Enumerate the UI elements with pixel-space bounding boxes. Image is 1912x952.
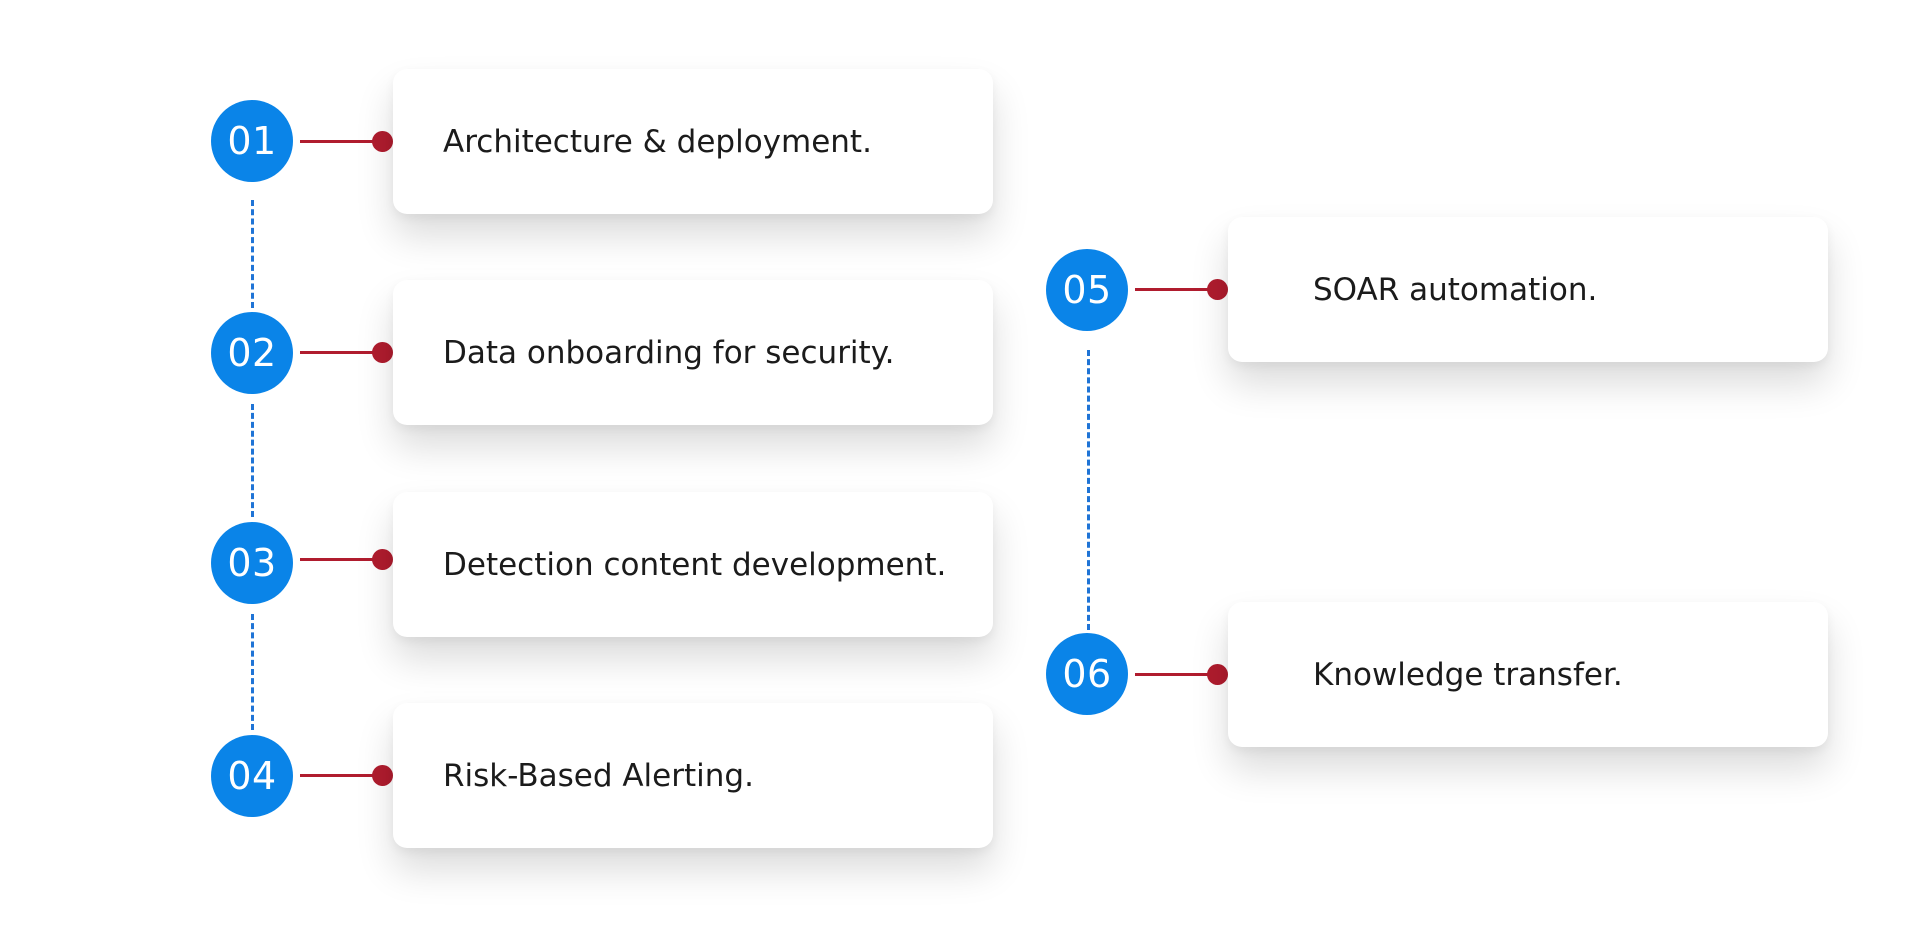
step-card: Data onboarding for security. bbox=[393, 280, 993, 425]
connector-dot bbox=[1207, 279, 1228, 300]
step-label: Data onboarding for security. bbox=[443, 334, 895, 371]
connector-line bbox=[300, 140, 380, 143]
step-label: SOAR automation. bbox=[1313, 271, 1598, 308]
step-number-badge: 05 bbox=[1046, 249, 1128, 331]
step-number-badge: 06 bbox=[1046, 633, 1128, 715]
connector-line bbox=[300, 558, 380, 561]
connector-dot bbox=[372, 765, 393, 786]
connector-dot bbox=[372, 549, 393, 570]
connector-dot bbox=[372, 131, 393, 152]
step-number-badge: 04 bbox=[211, 735, 293, 817]
step-number-badge: 03 bbox=[211, 522, 293, 604]
connector-line bbox=[1135, 288, 1215, 291]
step-label: Risk-Based Alerting. bbox=[443, 757, 754, 794]
step-card: SOAR automation. bbox=[1228, 217, 1828, 362]
step-card: Risk-Based Alerting. bbox=[393, 703, 993, 848]
dashed-link-02-03 bbox=[251, 404, 254, 517]
connector-line bbox=[300, 774, 380, 777]
step-label: Detection content development. bbox=[443, 546, 947, 583]
connector-dot bbox=[1207, 664, 1228, 685]
step-card: Knowledge transfer. bbox=[1228, 602, 1828, 747]
connector-dot bbox=[372, 342, 393, 363]
connector-line bbox=[300, 351, 380, 354]
step-label: Architecture & deployment. bbox=[443, 123, 872, 160]
step-number-badge: 02 bbox=[211, 312, 293, 394]
dashed-link-03-04 bbox=[251, 614, 254, 730]
step-card: Detection content development. bbox=[393, 492, 993, 637]
step-number-badge: 01 bbox=[211, 100, 293, 182]
dashed-link-05-06 bbox=[1087, 350, 1090, 630]
step-card: Architecture & deployment. bbox=[393, 69, 993, 214]
connector-line bbox=[1135, 673, 1215, 676]
dashed-link-01-02 bbox=[251, 200, 254, 308]
step-label: Knowledge transfer. bbox=[1313, 656, 1623, 693]
